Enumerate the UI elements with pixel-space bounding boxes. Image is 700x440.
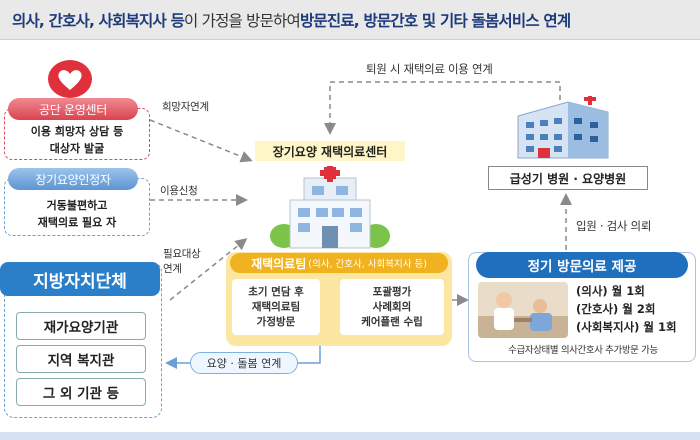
team-step-care-plan: 포괄평가 사례회의 케어플랜 수립 — [340, 279, 444, 335]
home-care-team-title-sub: (의사, 간호사, 사회복지사 등) — [308, 259, 427, 270]
label-need-link-2: 연계 — [163, 263, 182, 275]
home-care-center-label: 장기요양 재택의료센터 — [255, 141, 405, 161]
nhis-center-pill: 공단 운영센터 — [8, 98, 138, 120]
care-link-pill: 요양 · 돌봄 연계 — [190, 352, 298, 374]
nhis-center-line-1: 이용 희망자 상담 등 — [30, 125, 124, 138]
local-gov-item-others: 그 외 기관 등 — [16, 378, 146, 406]
regular-visit-title: 정기 방문의료 제공 — [476, 252, 688, 278]
title-part1: 의사, 간호사, 사회복지사 등 — [12, 11, 185, 30]
edge-discharge-link — [324, 81, 561, 135]
regular-visit-note: 수급자상태별 의사간호사 추가방문 가능 — [508, 345, 658, 356]
visit-line-doctor: (의사) 월 1회 — [576, 284, 645, 298]
team-step2-line-2: 사례회의 — [372, 300, 412, 313]
team-step1-line-1: 초기 면담 후 — [248, 285, 304, 298]
home-care-team-title-main: 재택의료팀 — [251, 256, 307, 271]
hospital-label: 급성기 병원 · 요양병원 — [488, 166, 648, 190]
team-step2-line-1: 포괄평가 — [372, 285, 412, 298]
clinic-building-icon — [270, 166, 390, 249]
ltc-recipient-line-1: 거동불편하고 — [46, 199, 108, 212]
local-gov-title: 지방자치단체 — [0, 262, 160, 296]
label-admission: 입원 · 검사 의뢰 — [576, 219, 652, 233]
title-part3: 방문진료, 방문간호 및 기타 돌봄서비스 연계 — [299, 11, 571, 30]
ltc-recipient-line-2: 재택의료 필요 자 — [37, 216, 117, 229]
label-discharge-link: 퇴원 시 재택의료 이용 연계 — [366, 62, 493, 76]
team-step1-line-3: 가정방문 — [256, 315, 296, 328]
ltc-recipient-pill: 장기요양인정자 — [8, 168, 138, 190]
bottom-band — [0, 432, 700, 440]
home-care-team-title: 재택의료팀(의사, 간호사, 사회복지사 등) — [230, 253, 448, 273]
heart-icon — [58, 70, 82, 90]
nhis-center-text: 이용 희망자 상담 등 대상자 발굴 — [5, 123, 149, 157]
team-step1-line-2: 재택의료팀 — [251, 300, 301, 313]
label-need-link-1: 필요대상 — [163, 248, 201, 260]
team-step-initial-visit: 초기 면담 후 재택의료팀 가정방문 — [232, 279, 320, 335]
team-step2-line-3: 케어플랜 수립 — [361, 315, 423, 328]
label-hope-link: 희망자연계 — [162, 101, 209, 113]
ltc-recipient-text: 거동불편하고 재택의료 필요 자 — [5, 197, 149, 231]
nhis-center-line-2: 대상자 발굴 — [49, 142, 105, 155]
title-part2: 이 가정을 방문하여 — [184, 11, 301, 30]
visit-line-social-worker: (사회복지사) 월 1회 — [576, 320, 677, 334]
hospital-building-icon — [517, 96, 609, 159]
home-visit-illustration — [478, 282, 568, 338]
nhis-logo — [48, 60, 92, 98]
edge-hope-link — [149, 119, 253, 163]
visit-line-nurse: (간호사) 월 2회 — [576, 302, 656, 316]
edge-need-link — [169, 238, 248, 301]
local-gov-item-welfare: 지역 복지관 — [16, 345, 146, 373]
label-use-apply: 이용신청 — [160, 185, 198, 197]
home-visit-photo — [478, 282, 568, 338]
local-gov-item-home-care: 재가요양기관 — [16, 312, 146, 340]
